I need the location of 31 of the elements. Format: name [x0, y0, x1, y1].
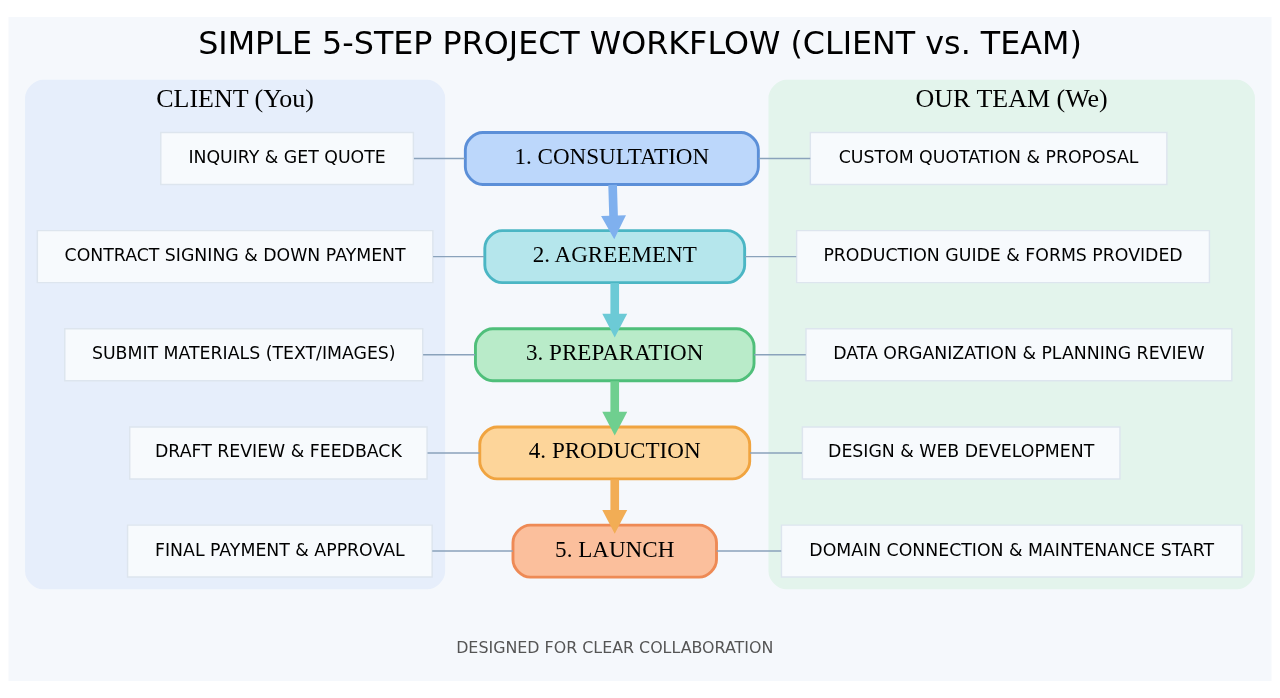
node-box: 2. AGREEMENT [483, 229, 747, 285]
node-box: 1. CONSULTATION [463, 131, 760, 186]
node-box: DESIGN & WEB DEVELOPMENT [801, 426, 1121, 480]
connector [757, 157, 811, 160]
node-box: 4. PRODUCTION [478, 425, 752, 481]
arrow [602, 283, 628, 338]
node-box: DOMAIN CONNECTION & MAINTENANCE START [780, 524, 1243, 578]
diagram-title: SIMPLE 5-STEP PROJECT WORKFLOW (CLIENT vs. TEAM) [198, 24, 1082, 61]
connector [431, 550, 514, 552]
connector [753, 354, 807, 356]
arrow [601, 184, 626, 240]
node-box: DRAFT REVIEW & FEEDBACK [129, 426, 428, 480]
node-box: CUSTOM QUOTATION & PROPOSAL [809, 131, 1168, 186]
connector [413, 157, 466, 160]
node-box: FINAL PAYMENT & APPROVAL [126, 524, 433, 578]
node-box: 5. LAUNCH [511, 523, 718, 579]
node-box: PRODUCTION GUIDE & FORMS PROVIDED [795, 229, 1211, 284]
node-box: DATA ORGANIZATION & PLANNING REVIEW [805, 328, 1233, 382]
node-box: 3. PREPARATION [474, 327, 756, 383]
node-box: CONTRACT SIGNING & DOWN PAYMENT [36, 229, 434, 284]
connector [422, 354, 476, 356]
node-box: SUBMIT MATERIALS (TEXT/IMAGES) [64, 328, 424, 382]
node-box: INQUIRY & GET QUOTE [160, 131, 415, 186]
connector [744, 255, 797, 258]
connector [432, 255, 485, 258]
connector [426, 452, 481, 454]
arrow [602, 381, 628, 436]
connector [749, 452, 803, 454]
caption: DESIGNED FOR CLEAR COLLABORATION [456, 638, 774, 658]
arrow [602, 479, 628, 534]
connector [715, 550, 782, 552]
